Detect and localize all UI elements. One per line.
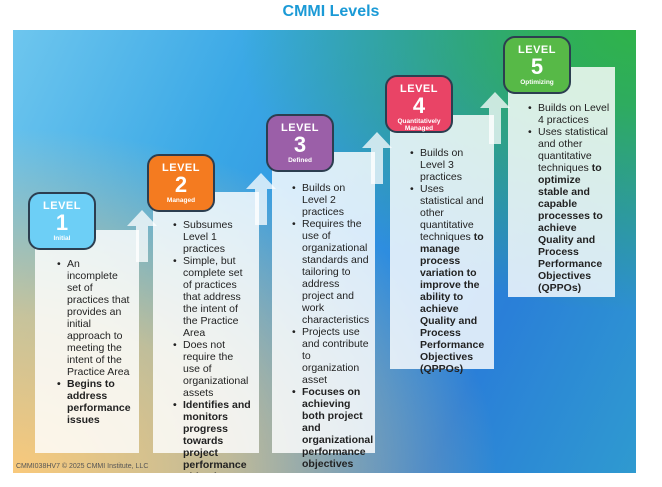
up-arrow-icon (127, 210, 157, 262)
level-4-name: Quantitatively Managed (397, 118, 441, 132)
level-3-bullet: Projects use and contribute to organizat… (292, 326, 370, 386)
level-5-number: 5 (530, 54, 544, 79)
level-2-bullet: Subsumes Level 1 practices (173, 219, 253, 255)
level-1-column: An incomplete set of practices that prov… (35, 230, 139, 453)
level-1-number: 1 (55, 210, 69, 235)
level-5-bullet: Uses statistical and other quantitative … (528, 126, 610, 294)
level-4-bullet-emphasis: to manage process variation to improve t… (420, 231, 485, 375)
level-3-badge: LEVEL 3 Defined (266, 114, 334, 172)
level-3-bullet: Requires the use of organizational stand… (292, 218, 370, 326)
page-title: CMMI Levels (282, 3, 380, 20)
level-3-column: Builds on Level 2 practices Requires the… (272, 152, 375, 470)
level-3-bullet: Builds on Level 2 practices (292, 182, 370, 218)
level-4-badge: LEVEL 4 Quantitatively Managed (385, 75, 453, 133)
level-5-bullet: Builds on Level 4 practices (528, 102, 610, 126)
level-3-number: 3 (293, 132, 307, 157)
level-5-bullet-emphasis: to optimize stable and capable processes… (538, 162, 603, 294)
level-5-badge: LEVEL 5 Optimizing (503, 36, 571, 94)
level-1-label: LEVEL (43, 200, 81, 212)
level-4-column: Builds on Level 3 practices Uses statist… (390, 115, 494, 375)
level-4-bullet: Builds on Level 3 practices (410, 147, 489, 183)
level-2-name: Managed (166, 197, 196, 204)
level-2-bullet: Identifies and monitors progress towards… (173, 399, 253, 473)
level-5-label: LEVEL (518, 44, 556, 56)
level-5-name: Optimizing (520, 79, 554, 86)
level-5-bullet-text: Uses statistical and other quantitative … (538, 126, 609, 174)
level-5-column: Builds on Level 4 practices Uses statist… (508, 67, 615, 297)
level-1-bullet: Begins to address performance issues (57, 378, 133, 426)
level-4-number: 4 (412, 93, 426, 118)
levels-diagram: An incomplete set of practices that prov… (13, 30, 636, 473)
level-1-bullet: An incomplete set of practices that prov… (57, 258, 133, 378)
level-2-number: 2 (174, 172, 188, 197)
up-arrow-icon (362, 132, 392, 184)
level-4-bullet-text: Uses statistical and other quantitative … (420, 183, 484, 243)
level-4-label: LEVEL (400, 83, 438, 95)
level-3-bullet: Focuses on achieving both project and or… (292, 386, 373, 470)
up-arrow-icon (480, 92, 510, 144)
level-2-bullet: Simple, but complete set of practices th… (173, 255, 253, 339)
level-1-name: Initial (53, 235, 71, 242)
level-3-label: LEVEL (281, 122, 319, 134)
level-2-bullet: Does not require the use of organization… (173, 339, 253, 399)
level-4-bullet: Uses statistical and other quantitative … (410, 183, 489, 375)
level-1-badge: LEVEL 1 Initial (28, 192, 96, 250)
copyright-footer: CMMI038HV7 © 2025 CMMI Institute, LLC (16, 463, 149, 470)
level-3-name: Defined (288, 157, 312, 164)
level-2-label: LEVEL (162, 162, 200, 174)
up-arrow-icon (246, 173, 276, 225)
level-2-badge: LEVEL 2 Managed (147, 154, 215, 212)
level-2-column: Subsumes Level 1 practices Simple, but c… (153, 192, 259, 473)
